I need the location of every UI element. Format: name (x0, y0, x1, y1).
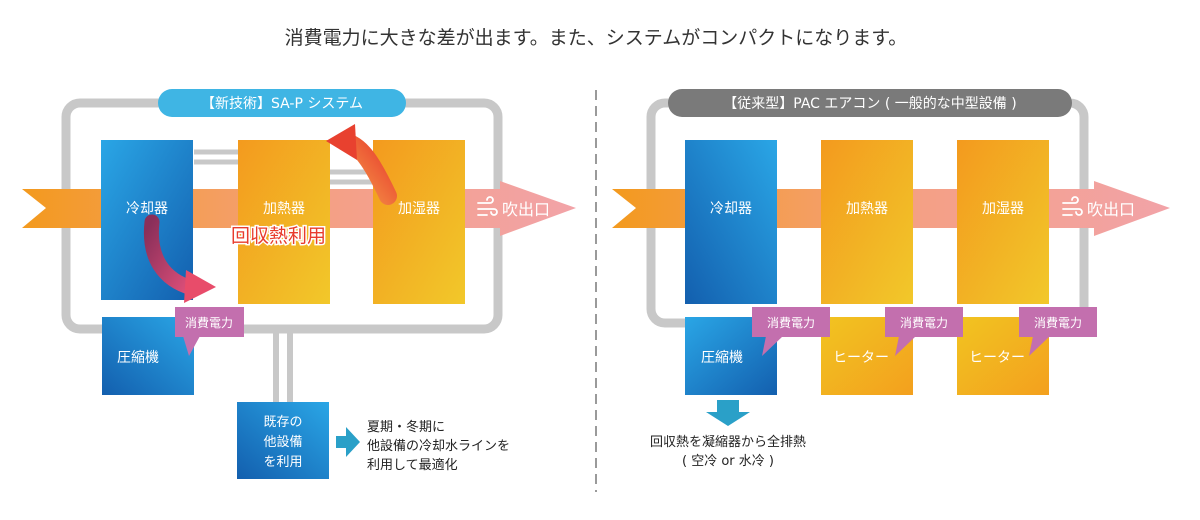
right-heater-label: 加熱器 (846, 201, 888, 217)
right-heater-unit (821, 140, 913, 304)
right-heater-element-2-label: ヒーター (969, 350, 1025, 366)
power-callout-label: 消費電力 (185, 315, 233, 330)
note-line-3: 利用して最適化 (367, 457, 458, 473)
existing-arrow-icon (336, 427, 360, 457)
power-callout: 消費電力 (175, 307, 244, 356)
right-badge-label: 【従来型】PAC エアコン ( 一般的な中型設備 ) (723, 96, 1016, 112)
left-badge (158, 89, 406, 117)
existing-equipment-box (237, 402, 329, 479)
left-panel: 冷却器 加熱器 加湿器 吹出口 回収熱利用 圧縮機 消費電力 【新技術】SA-P… (22, 89, 576, 479)
existing-line-2: 他設備 (263, 434, 302, 450)
exhaust-arrow-icon (706, 400, 750, 426)
recovery-arrow-down (143, 214, 200, 296)
cooler-label: 冷却器 (126, 201, 168, 217)
existing-line-3: を利用 (263, 455, 302, 470)
right-outlet-label: 吹出口 (1087, 200, 1135, 219)
right-heater-element-1-label: ヒーター (833, 350, 889, 366)
page-title: 消費電力に大きな差が出ます。また、システムがコンパクトになります。 (285, 27, 908, 49)
right-cooler-label: 冷却器 (710, 201, 752, 217)
recovery-arrow-down-head (184, 270, 216, 303)
exhaust-line-1: 回収熱を凝縮器から全排熱 (650, 434, 806, 450)
right-power-callout-2-label: 消費電力 (900, 315, 948, 330)
humidifier-unit (373, 140, 465, 304)
existing-line-1: 既存の (263, 415, 302, 430)
heater-label: 加熱器 (263, 201, 305, 217)
left-badge-label: 【新技術】SA-P システム (201, 96, 363, 112)
right-power-callout-3: 消費電力 (1019, 307, 1097, 356)
heater-unit (238, 140, 330, 304)
outlet-wind-icon (477, 196, 498, 216)
right-compressor-label: 圧縮機 (701, 350, 743, 366)
recovery-label: 回収熱利用 (231, 225, 326, 247)
right-outlet-wind-icon (1062, 196, 1083, 216)
humidifier-label: 加湿器 (398, 201, 440, 217)
right-power-callout-3-label: 消費電力 (1034, 315, 1082, 330)
right-humidifier-label: 加湿器 (982, 201, 1024, 217)
right-cooler-unit (685, 140, 777, 304)
recovery-arrow-up-head (326, 124, 357, 160)
exhaust-line-2: ( 空冷 or 水冷 ) (682, 454, 774, 469)
note-line-1: 夏期・冬期に (367, 419, 445, 435)
right-power-callout-1: 消費電力 (752, 307, 830, 356)
compressor-label: 圧縮機 (117, 350, 159, 366)
right-humidifier-unit (957, 140, 1049, 304)
right-badge (668, 89, 1072, 117)
right-panel: 冷却器 加熱器 加湿器 吹出口 圧縮機 ヒーター ヒーター 消費電力 消費電力 (612, 89, 1170, 469)
right-power-callout-2: 消費電力 (885, 307, 963, 356)
note-line-2: 他設備の冷却水ラインを (367, 438, 510, 454)
right-power-callout-1-label: 消費電力 (767, 315, 815, 330)
outlet-label: 吹出口 (502, 200, 550, 219)
